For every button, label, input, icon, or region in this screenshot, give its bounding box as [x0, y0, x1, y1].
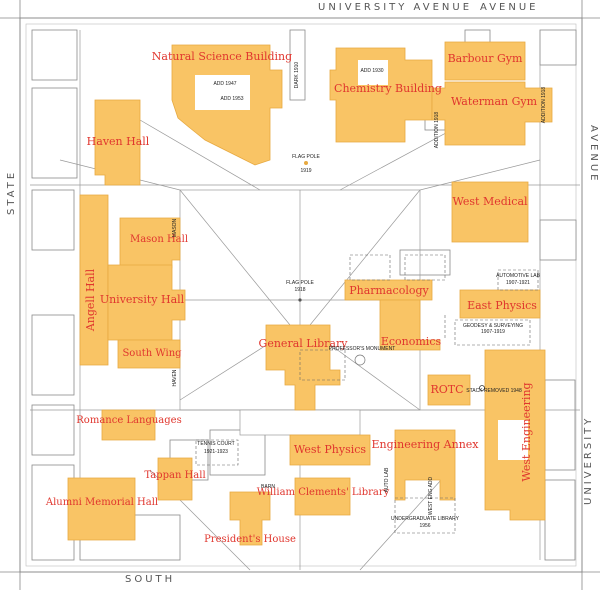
- barbour-gym[interactable]: [444, 41, 526, 81]
- note-undergrad-library-year: 1956: [419, 523, 430, 529]
- note-add-1930: ADD 1930: [360, 68, 383, 74]
- professors-monument-marker: [354, 354, 366, 366]
- note-add-1947: ADD 1947: [213, 81, 236, 87]
- label-waterman: Waterman Gym: [451, 95, 538, 108]
- label-angell: Angell Hall: [84, 268, 97, 332]
- romance-languages[interactable]: [101, 409, 156, 441]
- buildings: [67, 41, 553, 546]
- building-labels: Natural Science Building Chemistry Build…: [45, 50, 538, 545]
- label-natural-science: Natural Science Building: [152, 50, 292, 63]
- presidents-house[interactable]: [229, 491, 271, 546]
- label-pharmacology: Pharmacology: [349, 284, 429, 297]
- note-addition-1918-left: ADDITION 1918: [434, 112, 440, 149]
- note-professors: PROFESSOR'S MONUMENT: [329, 346, 396, 352]
- street-label-north-east: AVENUE: [480, 2, 538, 13]
- label-barbour: Barbour Gym: [448, 52, 523, 65]
- street-label-west: STATE: [6, 170, 17, 215]
- note-dark: DARK 1910: [294, 62, 300, 89]
- label-west-medical: West Medical: [452, 195, 528, 208]
- street-label-east-top: AVENUE: [588, 125, 599, 183]
- note-stack-removed: STACK REMOVED 1948: [466, 388, 522, 394]
- william-clements-library[interactable]: [294, 477, 351, 516]
- engineering-annex[interactable]: [394, 429, 456, 501]
- east-physics[interactable]: [459, 289, 541, 319]
- south-wing[interactable]: [117, 339, 181, 369]
- note-addition-1918-right: ADDITION 1918: [541, 87, 547, 124]
- flag-pole-center-marker: [298, 298, 302, 302]
- rotc[interactable]: [427, 374, 471, 406]
- west-physics[interactable]: [289, 434, 371, 466]
- street-label-south: SOUTH: [125, 574, 175, 585]
- label-chemistry: Chemistry Building: [334, 82, 442, 95]
- haven-hall[interactable]: [94, 99, 141, 186]
- note-geodesy: GEODESY & SURVEYING: [463, 323, 523, 329]
- note-flag-pole-top: FLAG POLE: [292, 154, 320, 160]
- note-barn: BARN: [261, 484, 275, 490]
- flag-pole-north-marker: [304, 161, 308, 165]
- label-tappan: Tappan Hall: [144, 470, 205, 481]
- note-flag-pole-center: FLAG POLE: [286, 280, 314, 286]
- note-tennis-court: TENNIS COURT: [197, 441, 234, 447]
- chemistry-building[interactable]: [329, 47, 433, 143]
- street-label-east-bottom: UNIVERSITY: [583, 416, 594, 505]
- general-library[interactable]: [265, 324, 341, 411]
- tappan-hall[interactable]: [157, 457, 193, 501]
- label-alumni: Alumni Memorial Hall: [45, 497, 158, 508]
- note-flag-pole-top-year: 1919: [300, 168, 311, 174]
- label-mason: Mason Hall: [130, 234, 188, 245]
- note-mason-small: MASON: [172, 218, 178, 237]
- label-economics: Economics: [381, 335, 442, 348]
- label-east-physics: East Physics: [467, 299, 537, 312]
- label-west-physics: West Physics: [294, 443, 367, 456]
- label-university-hall: University Hall: [100, 293, 185, 306]
- economics[interactable]: [379, 299, 441, 351]
- alumni-memorial-hall[interactable]: [67, 477, 136, 541]
- label-west-engineering: West Engineering: [520, 382, 533, 481]
- note-add-1953: ADD 1953: [220, 96, 243, 102]
- label-engineering-annex: Engineering Annex: [371, 438, 479, 451]
- waterman-gym[interactable]: [431, 81, 553, 146]
- historic-outlines: [195, 254, 539, 534]
- west-medical[interactable]: [451, 181, 529, 243]
- street-label-north: UNIVERSITY AVENUE: [318, 2, 472, 13]
- label-presidents: President's House: [204, 534, 296, 545]
- note-geodesy-years: 1907-1919: [481, 329, 505, 335]
- angell-hall[interactable]: [79, 194, 109, 366]
- note-tennis-court-years: 1921-1923: [204, 449, 228, 455]
- label-romance: Romance Languages: [76, 415, 181, 426]
- label-clements: William Clements' Library: [257, 487, 390, 498]
- stack-marker-icon: [479, 385, 485, 391]
- note-west-eng-add: WEST ENG ADD: [428, 476, 434, 515]
- annotation-labels: ADD 1947 ADD 1953 DARK 1910 ADD 1930 ADD…: [172, 62, 547, 529]
- note-auto-lab: AUTO LAB: [384, 467, 390, 492]
- label-south-wing: South Wing: [122, 348, 182, 359]
- note-undergrad-library: UNDERGRADUATE LIBRARY: [391, 516, 460, 522]
- note-flag-pole-center-year: 1918: [294, 287, 305, 293]
- note-automotive-lab: AUTOMOTIVE LAB: [496, 273, 540, 279]
- label-rotc: ROTC: [430, 383, 463, 396]
- pharmacology[interactable]: [344, 279, 433, 301]
- note-automotive-lab-years: 1907-1921: [506, 280, 530, 286]
- label-haven: Haven Hall: [87, 135, 150, 148]
- note-haven-small: HAVEN: [172, 369, 178, 386]
- label-general-library: General Library: [259, 337, 349, 350]
